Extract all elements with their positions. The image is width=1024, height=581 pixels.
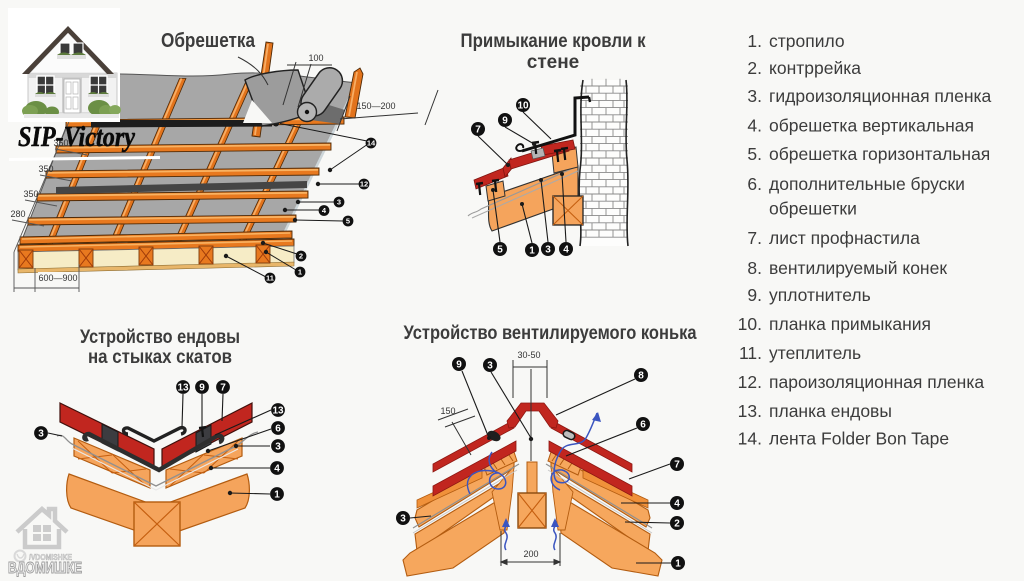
svg-text:утеплитель: утеплитель	[769, 343, 861, 363]
svg-text:4: 4	[322, 206, 327, 215]
svg-text:4: 4	[563, 244, 569, 255]
svg-text:13: 13	[272, 405, 284, 416]
svg-text:2: 2	[299, 252, 303, 261]
svg-text:2: 2	[674, 518, 680, 529]
svg-text:1: 1	[274, 489, 280, 500]
svg-text:обрешетка горизонтальная: обрешетка горизонтальная	[769, 144, 990, 164]
svg-text:3: 3	[400, 513, 406, 524]
svg-text:11: 11	[266, 274, 274, 283]
svg-text:9: 9	[199, 382, 205, 393]
svg-text:дополнительные бруски: дополнительные бруски	[769, 174, 965, 194]
svg-text:100: 100	[308, 53, 323, 63]
svg-text:4.: 4.	[747, 116, 762, 136]
svg-text:3: 3	[38, 428, 44, 439]
svg-text:5.: 5.	[747, 144, 762, 164]
svg-text:Обрешетка: Обрешетка	[161, 30, 256, 52]
svg-text:1: 1	[298, 268, 302, 277]
svg-text:контррейка: контррейка	[769, 58, 861, 78]
svg-text:вентилируемый конек: вентилируемый конек	[769, 258, 947, 278]
svg-text:8: 8	[638, 370, 644, 381]
svg-text:2.: 2.	[747, 58, 762, 78]
svg-text:8.: 8.	[747, 258, 762, 278]
svg-text:30-50: 30-50	[517, 350, 540, 360]
svg-text:5: 5	[346, 217, 350, 226]
svg-text:Устройство ендовы: Устройство ендовы	[80, 327, 240, 348]
svg-text:3: 3	[545, 244, 551, 255]
svg-text:10.: 10.	[738, 314, 762, 334]
svg-text:7.: 7.	[747, 228, 762, 248]
svg-text:9: 9	[502, 115, 508, 126]
svg-text:стене: стене	[527, 52, 579, 73]
svg-text:3: 3	[275, 441, 281, 452]
svg-text:1: 1	[675, 558, 681, 569]
svg-text:обрешетка вертикальная: обрешетка вертикальная	[769, 116, 974, 136]
svg-text:3: 3	[337, 198, 341, 207]
svg-text:6: 6	[275, 423, 281, 434]
svg-text:350: 350	[38, 164, 53, 174]
svg-text:обрешетки: обрешетки	[769, 199, 857, 219]
svg-text:5: 5	[497, 244, 503, 255]
svg-text:3: 3	[487, 360, 493, 371]
svg-text:пароизоляционная пленка: пароизоляционная пленка	[769, 372, 984, 392]
svg-text:7: 7	[475, 124, 481, 135]
svg-text:планка примыкания: планка примыкания	[769, 314, 931, 334]
svg-text:12.: 12.	[738, 372, 762, 392]
svg-text:11.: 11.	[739, 343, 762, 363]
svg-text:Устройство вентилируемого конь: Устройство вентилируемого конька	[404, 323, 697, 344]
svg-text:3.: 3.	[747, 86, 762, 106]
svg-text:1.: 1.	[747, 31, 762, 51]
svg-text:планка ендовы: планка ендовы	[769, 401, 892, 421]
svg-text:лента Folder Bon Tape: лента Folder Bon Tape	[769, 429, 949, 449]
svg-text:150—200: 150—200	[356, 101, 395, 111]
svg-text:150: 150	[440, 406, 455, 416]
svg-text:12: 12	[360, 180, 368, 189]
svg-text:9: 9	[456, 359, 462, 370]
svg-text:7: 7	[674, 459, 680, 470]
svg-text:4: 4	[274, 463, 280, 474]
svg-text:лист профнастила: лист профнастила	[769, 228, 920, 248]
svg-text:на стыках скатов: на стыках скатов	[88, 347, 232, 368]
svg-text:13: 13	[177, 382, 189, 393]
svg-text:280: 280	[10, 209, 25, 219]
svg-text:350: 350	[53, 138, 68, 148]
svg-text:600—900: 600—900	[38, 273, 77, 283]
svg-text:200: 200	[523, 549, 538, 559]
svg-text:13.: 13.	[738, 401, 762, 421]
svg-text:стропило: стропило	[769, 31, 845, 51]
svg-text:уплотнитель: уплотнитель	[769, 285, 871, 305]
svg-text:Примыкание кровли к: Примыкание кровли к	[461, 31, 646, 52]
svg-text:9.: 9.	[747, 285, 762, 305]
svg-text:7: 7	[220, 382, 226, 393]
svg-text:4: 4	[674, 498, 680, 509]
svg-text:гидроизоляционная пленка: гидроизоляционная пленка	[769, 86, 992, 106]
svg-text:14: 14	[367, 139, 376, 148]
svg-text:10: 10	[517, 100, 529, 111]
svg-text:ВДОМИШКЕ: ВДОМИШКЕ	[8, 560, 82, 577]
svg-text:SIP-Victory: SIP-Victory	[18, 121, 135, 153]
svg-text:6.: 6.	[747, 174, 762, 194]
svg-text:14.: 14.	[738, 429, 762, 449]
svg-text:1: 1	[529, 245, 535, 256]
svg-text:350: 350	[23, 189, 38, 199]
svg-text:6: 6	[640, 419, 646, 430]
svg-text:/VDOMISHKE: /VDOMISHKE	[29, 552, 72, 562]
